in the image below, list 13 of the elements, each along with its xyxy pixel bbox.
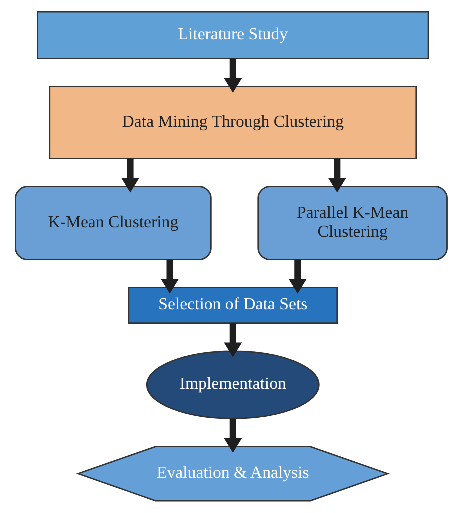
arrow <box>224 418 242 454</box>
node-ellipse: Implementation <box>146 350 320 420</box>
node-box: K-Mean Clustering <box>14 186 212 260</box>
node-box: Literature Study <box>36 11 429 60</box>
arrow <box>121 158 139 193</box>
arrow <box>288 260 306 294</box>
arrow <box>224 324 242 358</box>
arrow <box>224 58 242 94</box>
arrow <box>328 158 346 193</box>
node-box: Parallel K-Mean Clustering <box>257 186 448 260</box>
node-box: Data Mining Through Clustering <box>48 86 417 160</box>
arrow <box>160 260 179 294</box>
node-box: Selection of Data Sets <box>128 287 338 324</box>
